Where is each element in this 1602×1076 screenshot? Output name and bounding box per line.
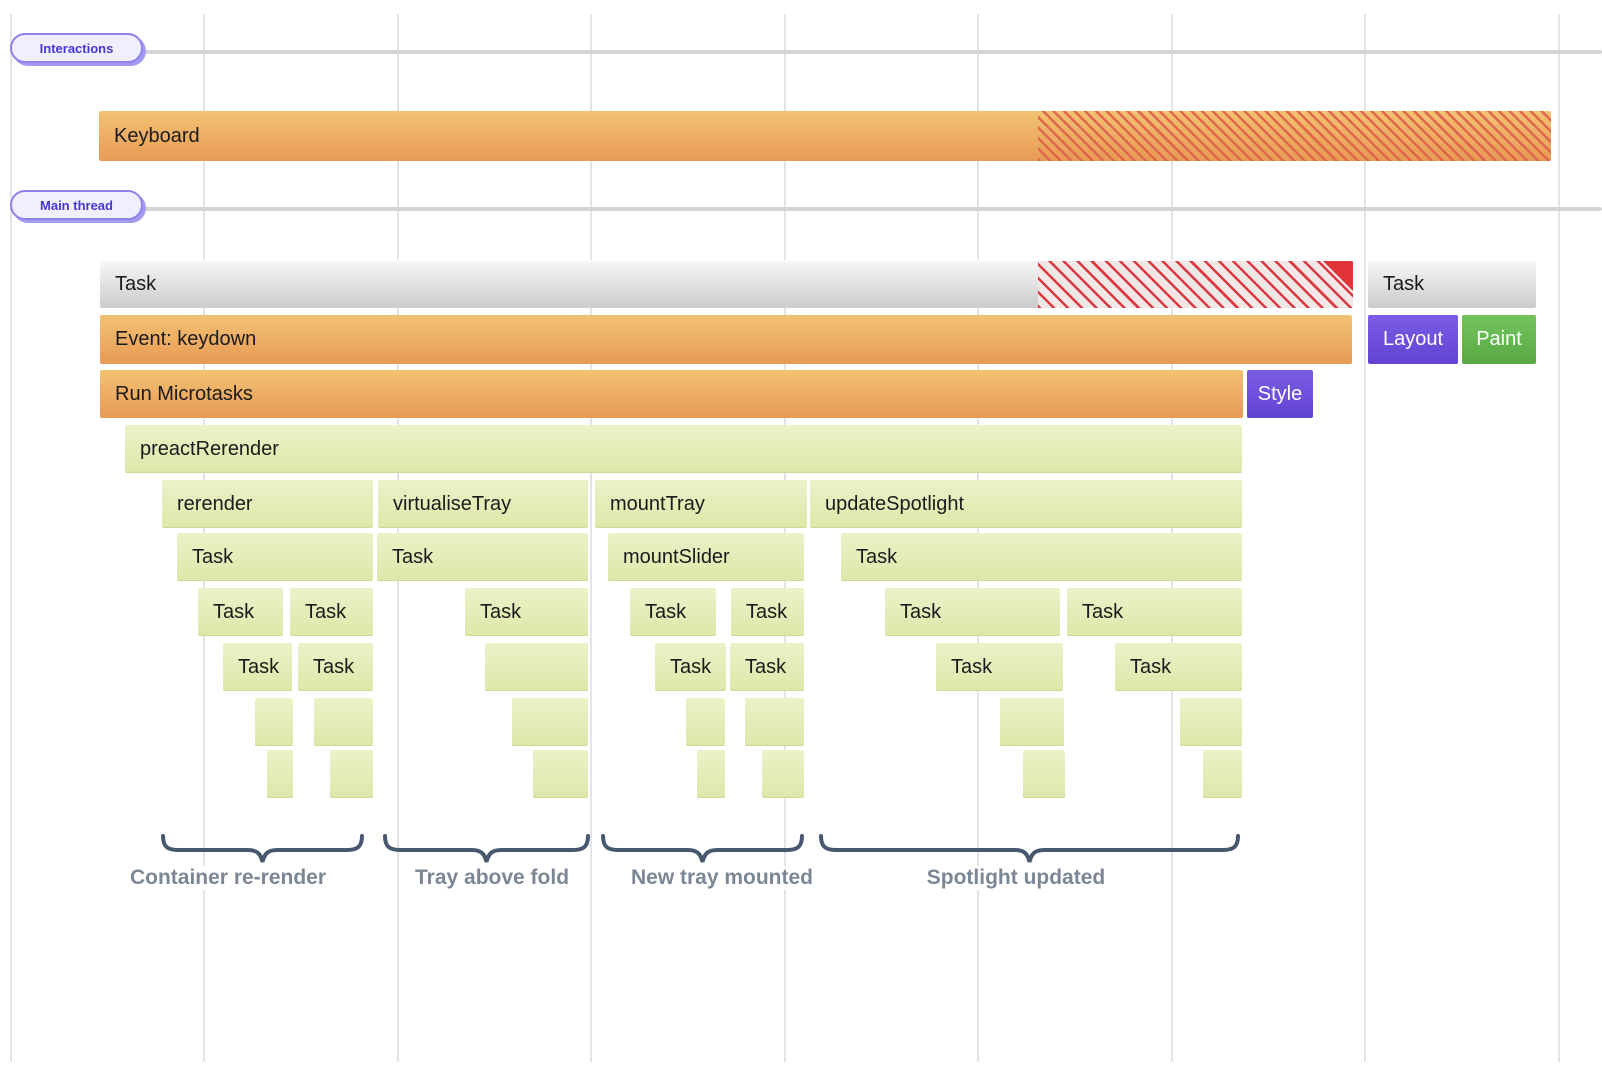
- task-bar[interactable]: Task: [1067, 588, 1242, 636]
- bar-label: updateSpotlight: [825, 492, 965, 515]
- task-bar[interactable]: Task: [1115, 643, 1242, 691]
- task-bar[interactable]: Task: [841, 533, 1242, 581]
- bar-label: Task: [900, 600, 942, 623]
- paint-bar[interactable]: Paint: [1462, 315, 1536, 364]
- subtask-bar[interactable]: [697, 750, 725, 798]
- subtask-bar[interactable]: [512, 698, 588, 746]
- bar-label: Task: [951, 655, 993, 678]
- track-pill-label: Main thread: [40, 197, 113, 213]
- bar-label: Task: [392, 545, 434, 568]
- subtask-bar[interactable]: [485, 643, 588, 691]
- subtask-bar[interactable]: [745, 698, 804, 746]
- subtask-bar[interactable]: [1000, 698, 1064, 746]
- bar-label: Task: [746, 600, 788, 623]
- annotation-bracket: [601, 833, 804, 865]
- bar-label: Task: [1130, 655, 1172, 678]
- bar-label: Task: [213, 600, 255, 623]
- bar-label: Run Microtasks: [115, 382, 253, 405]
- subtask-bar[interactable]: [314, 698, 373, 746]
- mount-tray-bar[interactable]: mountTray: [595, 480, 807, 528]
- bar-label: Paint: [1476, 328, 1522, 350]
- bar-label: Task: [745, 655, 787, 678]
- annotation-label: Container re-render: [123, 866, 333, 890]
- virtualise-tray-bar[interactable]: virtualiseTray: [378, 480, 588, 528]
- bar-label: Keyboard: [114, 124, 200, 147]
- bar-label: preactRerender: [140, 437, 279, 460]
- gridline: [1558, 14, 1560, 1062]
- track-pill-interactions[interactable]: Interactions: [10, 33, 143, 63]
- task-bar[interactable]: Task: [936, 643, 1063, 691]
- mount-slider-bar[interactable]: mountSlider: [608, 533, 804, 581]
- orange-hatch-overlay: [1038, 111, 1551, 161]
- track-separator-line: [10, 207, 1602, 211]
- track-separator-line: [10, 50, 1602, 54]
- gridline: [10, 14, 12, 1062]
- subtask-bar[interactable]: [1023, 750, 1065, 798]
- bar-label: mountTray: [610, 492, 705, 515]
- bar-label: Task: [480, 600, 522, 623]
- subtask-bar[interactable]: [1180, 698, 1242, 746]
- bar-label: virtualiseTray: [393, 492, 512, 515]
- bar-label: Event: keydown: [115, 328, 257, 350]
- task-bar[interactable]: Task: [630, 588, 716, 636]
- update-spotlight-bar[interactable]: updateSpotlight: [810, 480, 1242, 528]
- task-bar[interactable]: Task: [377, 533, 588, 581]
- task-bar[interactable]: Task: [465, 588, 588, 636]
- annotation-bracket: [819, 833, 1240, 865]
- bar-label: Style: [1257, 382, 1303, 405]
- annotation-label: Tray above fold: [408, 866, 576, 890]
- annotation-label: Spotlight updated: [920, 866, 1112, 890]
- red-hatch-overlay: [1038, 261, 1353, 308]
- style-bar[interactable]: Style: [1247, 370, 1313, 418]
- bar-label: Task: [1383, 273, 1425, 295]
- preact-rerender-bar[interactable]: preactRerender: [125, 425, 1242, 473]
- track-pill-main-thread[interactable]: Main thread: [10, 190, 143, 220]
- event-keydown-bar[interactable]: Event: keydown: [100, 315, 1352, 364]
- task-bar[interactable]: Task: [290, 588, 373, 636]
- bar-label: Task: [305, 600, 347, 623]
- bar-label: Task: [313, 655, 355, 678]
- track-pill-label: Interactions: [39, 40, 114, 56]
- subtask-bar[interactable]: [255, 698, 293, 746]
- bar-label: Task: [115, 273, 157, 295]
- run-microtasks-bar[interactable]: Run Microtasks: [100, 370, 1243, 418]
- task-bar[interactable]: Task: [223, 643, 292, 691]
- task-bar[interactable]: Task: [198, 588, 283, 636]
- bar-label: rerender: [177, 492, 253, 515]
- second-task-bar[interactable]: Task: [1368, 260, 1536, 308]
- bar-label: Task: [856, 545, 898, 568]
- task-bar[interactable]: Task: [655, 643, 726, 691]
- keyboard-bar[interactable]: Keyboard: [99, 111, 1551, 161]
- task-bar[interactable]: Task: [731, 588, 804, 636]
- task-bar[interactable]: Task: [177, 533, 373, 581]
- gridline: [590, 14, 592, 1062]
- bar-label: mountSlider: [623, 545, 730, 568]
- subtask-bar[interactable]: [533, 750, 588, 798]
- subtask-bar[interactable]: [267, 750, 293, 798]
- subtask-bar[interactable]: [1203, 750, 1242, 798]
- bar-label: Task: [238, 655, 280, 678]
- gridline: [1364, 14, 1366, 1062]
- bar-label: Task: [670, 655, 712, 678]
- task-bar[interactable]: Task: [298, 643, 373, 691]
- annotation-bracket: [383, 833, 590, 865]
- main-task-bar[interactable]: Task: [100, 260, 1353, 308]
- subtask-bar[interactable]: [762, 750, 804, 798]
- rerender-bar[interactable]: rerender: [162, 480, 373, 528]
- bar-label: Layout: [1382, 328, 1444, 350]
- subtask-bar[interactable]: [686, 698, 725, 746]
- subtask-bar[interactable]: [330, 750, 373, 798]
- bar-label: Task: [645, 600, 687, 623]
- bar-label: Task: [1082, 600, 1124, 623]
- task-bar[interactable]: Task: [885, 588, 1060, 636]
- task-bar[interactable]: Task: [730, 643, 804, 691]
- annotation-bracket: [161, 833, 364, 865]
- bar-label: Task: [192, 545, 234, 568]
- annotation-label: New tray mounted: [624, 866, 820, 890]
- layout-bar[interactable]: Layout: [1368, 315, 1458, 364]
